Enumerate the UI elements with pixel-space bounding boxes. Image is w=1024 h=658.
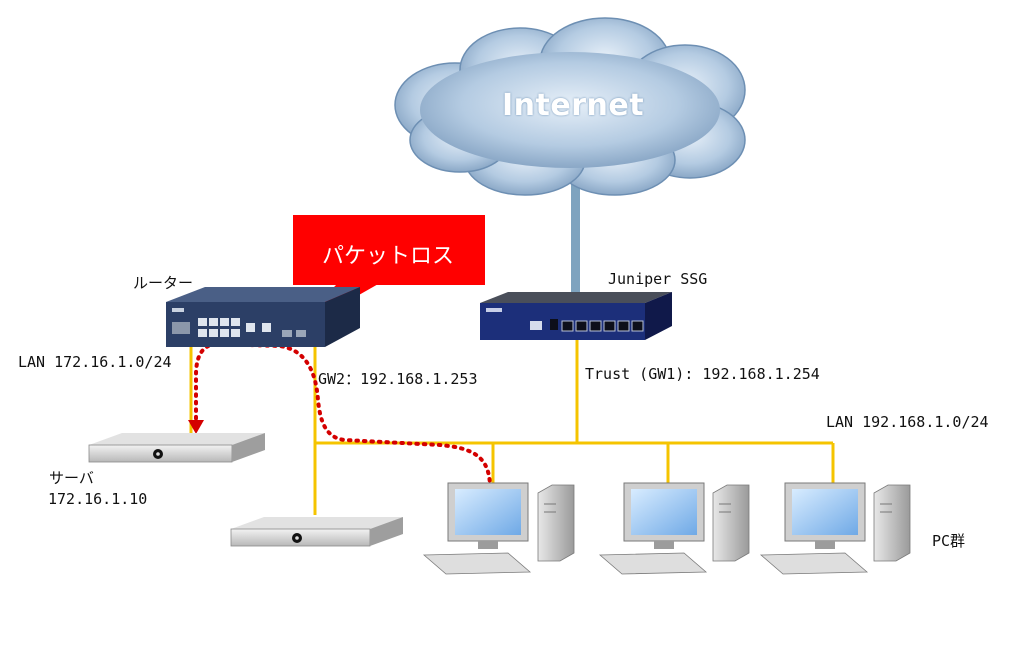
cloud-icon <box>394 17 746 196</box>
pc-icon <box>759 482 911 575</box>
router-icon <box>166 287 360 347</box>
server-icon <box>230 517 403 547</box>
internet-uplink <box>571 180 580 300</box>
internet-label: Internet <box>502 88 645 123</box>
firewall-label: Juniper SSG <box>608 270 708 288</box>
server-icon <box>88 433 265 463</box>
router-label: ルーター <box>133 274 194 292</box>
gw2-label: GW2：192.168.1.253 <box>318 370 478 388</box>
server-lan-label: LAN 172.16.1.0/24 <box>18 353 172 371</box>
packet-loss-label: パケットロス <box>322 244 455 269</box>
pc-icon <box>422 482 575 575</box>
pc-icon <box>598 482 750 575</box>
packet-loss-path <box>188 341 492 490</box>
main-lan-label: LAN 192.168.1.0/24 <box>826 413 989 431</box>
firewall-icon <box>480 292 672 340</box>
trust-gw1-label: Trust (GW1): 192.168.1.254 <box>585 365 820 383</box>
server-name-label: サーバ <box>49 469 94 487</box>
pc-group-label: PC群 <box>932 532 966 550</box>
server-ip-label: 172.16.1.10 <box>48 490 148 508</box>
